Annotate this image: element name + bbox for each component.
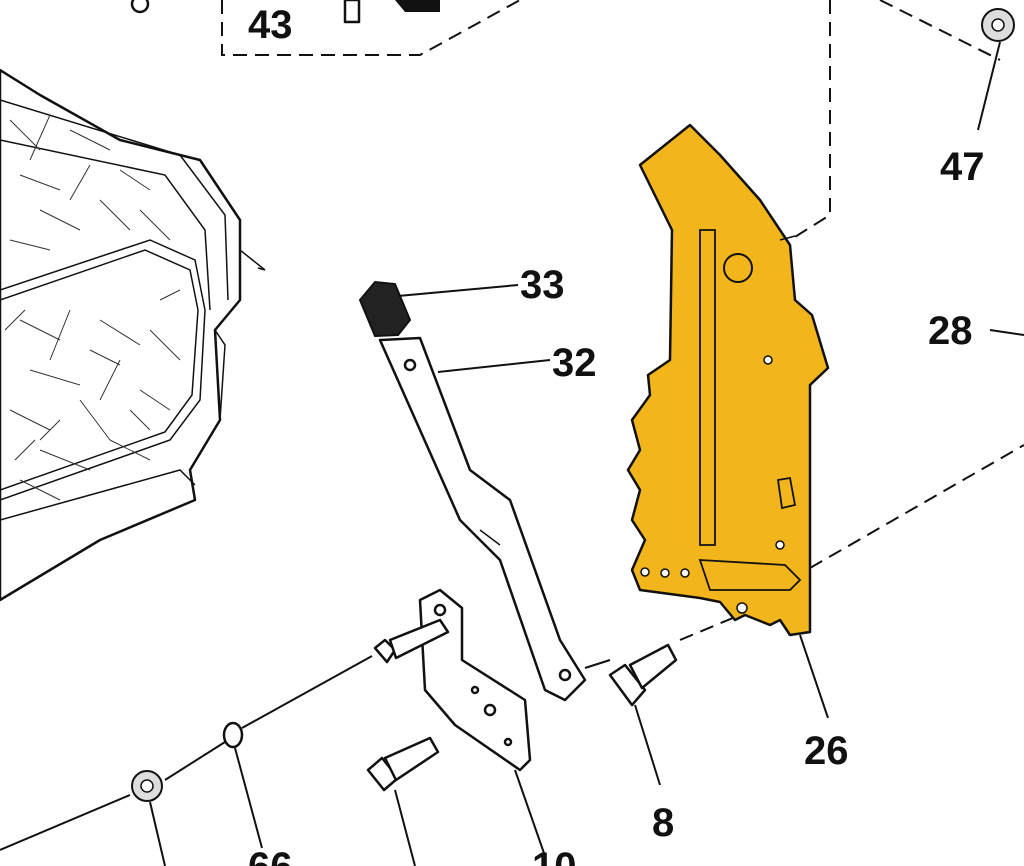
leader-bolt-lower (394, 789, 416, 866)
callout-8: 8 (652, 801, 674, 845)
leader-47 (977, 41, 1001, 131)
callout-26: 26 (804, 729, 849, 773)
nut-47 (981, 8, 1015, 42)
leader-8 (634, 704, 661, 786)
shoulder-bolt-upper (373, 618, 450, 664)
callout-10: 10 (532, 845, 577, 866)
handle-grip-33 (358, 280, 412, 338)
lever-arm-32 (378, 336, 587, 702)
callout-43: 43 (248, 3, 293, 47)
leader-10 (514, 769, 546, 857)
bracket-10 (418, 588, 532, 772)
axis-line-mid (584, 659, 611, 669)
leader-26 (799, 634, 829, 719)
leader-32 (437, 359, 551, 373)
leader-66 (234, 747, 263, 849)
leader-nut-lower (149, 801, 166, 866)
washer-66 (222, 721, 244, 749)
leader-dashed-28 (789, 0, 831, 241)
nut-lower (131, 770, 163, 802)
callout-47: 47 (940, 145, 985, 189)
shoulder-bolt-lower (366, 736, 440, 792)
grass-catcher-basket (0, 68, 266, 602)
axis-line-lower (0, 655, 373, 851)
part-clip-43 (130, 0, 440, 24)
callout-28: 28 (928, 309, 973, 353)
highlighted-side-plate-26 (626, 123, 830, 637)
callout-box-43 (221, 0, 521, 56)
callout-33: 33 (520, 263, 565, 307)
axis-line-right (679, 444, 1024, 641)
leader-28 (989, 329, 1024, 336)
bolt-8 (608, 643, 678, 707)
callout-32: 32 (552, 341, 597, 385)
leader-dashed-47 (879, 0, 1001, 61)
callout-66: 66 (248, 845, 293, 866)
leader-33 (397, 284, 519, 297)
